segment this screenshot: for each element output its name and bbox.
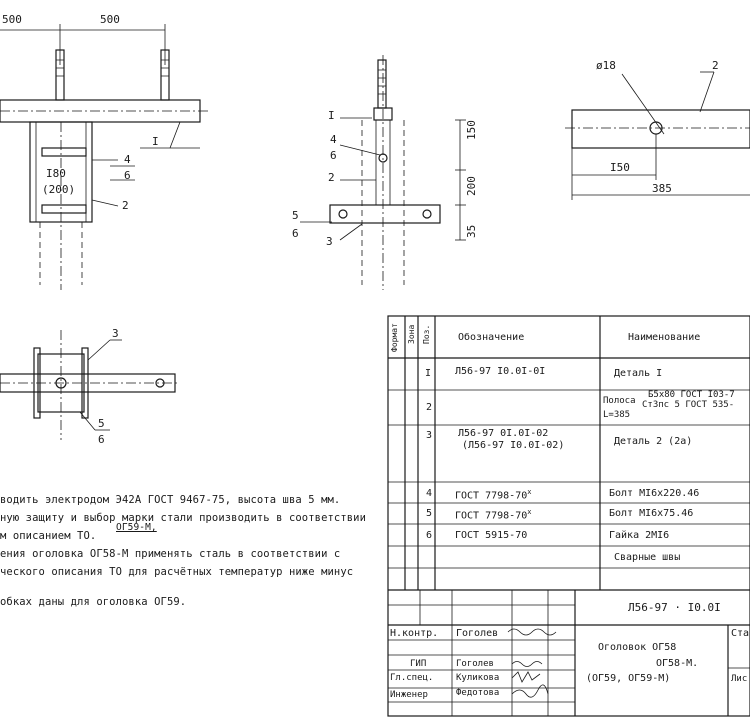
row3-name: Деталь 2 (2а) [614,436,693,447]
stage-label: Ста [731,628,750,639]
row4-name: Болт МI6х220.46 [609,488,700,499]
role-gip: ГИП [410,659,427,669]
header-designation: Обозначение [458,332,525,343]
note-insert: ОГ59-М, [116,522,157,533]
dim-500-left: 500 [2,13,22,26]
name-gogolev-2: Гоголев [456,659,494,669]
dim-500-right: 500 [100,13,120,26]
pos-3-label-bl: 3 [112,327,119,340]
row5-pos: 5 [426,508,433,519]
view-top-right [565,71,750,200]
pos-4-label: 4 [124,153,131,166]
row5-designation: ГОСТ 7798-70х [455,508,532,522]
header-name: Наименование [628,332,701,343]
note-line-1: водить электродом Э42А ГОСТ 9467-75, выс… [0,494,341,506]
row2-name-top: Б5х80 ГОСТ I03-7 [648,390,735,400]
pos-3-label-mid: 3 [326,235,333,248]
note-line-6: обках даны для оголовка ОГ59. [0,596,187,608]
row3-designation: Л56-97 0I.0I-02 [458,428,549,439]
row6-designation: ГОСТ 5915-70 [455,530,528,541]
role-engineer: Инженер [390,690,428,700]
note-line-4: ения оголовка ОГ58-М применять сталь в с… [0,548,341,560]
row7-name: Сварные швы [614,552,681,563]
pos-2-label-mid: 2 [328,171,335,184]
role-nkontr: Н.контр. [390,628,439,639]
view-bottom-left [0,330,180,440]
row2-name-bottom: L=385 [603,410,631,420]
pos-6-label-mid: 6 [330,149,337,162]
note-line-5: ческого описания ТО для расчётных темпер… [0,566,354,578]
name-fedotova: Федотова [456,688,500,698]
doc-number: Л56-97 · I0.0I [628,601,721,614]
row1-name: Деталь I [614,368,663,379]
row4-pos: 4 [426,488,433,499]
row1-designation: Л56-97 I0.0I-0I [455,366,546,377]
row3-designation-alt: (Л56-97 I0.0I-02) [462,440,565,451]
row6-pos: 6 [426,530,433,541]
note-line-3: м описанием ТО. [0,530,97,542]
dim-150-right: I50 [610,161,630,174]
row5-name: Болт МI6х75.46 [609,508,694,519]
row3-pos: 3 [426,430,433,441]
view-top-mid [300,55,466,290]
row2-name: Полоса [603,396,636,406]
detail-label-mid: I [328,109,335,122]
name-gogolev-1: Гоголев [456,628,499,639]
row2-pos: 2 [426,402,433,413]
hole-label: ø18 [596,59,616,72]
role-glspec: Гл.спец. [390,673,434,683]
pos-5-label-bl: 5 [98,417,105,430]
title-line-1: Оголовок ОГ58 [598,642,677,653]
row6-name: Гайка 2МI6 [609,530,670,541]
view-top-left [0,24,210,290]
spec-table-grid [387,315,750,717]
pos-6-label-bl: 6 [98,433,105,446]
row4-designation: ГОСТ 7798-70х [455,488,532,502]
sheet-fragment: Лис [731,674,748,684]
pos-5-label-mid: 5 [292,209,299,222]
title-line-2: ОГ58-М. [656,658,699,669]
name-kulikova: Куликова [456,673,500,683]
note-line-2: ную защиту и выбор марки стали производи… [0,512,367,524]
pos-4-label-mid: 4 [330,133,337,146]
row2-name-mid: Ст3пс 5 ГОСТ 535- [642,400,735,410]
dim-385: 385 [652,182,672,195]
detail-label: I [152,135,159,148]
pos-6b-label-mid: 6 [292,227,299,240]
pos-2-label-right: 2 [712,59,719,72]
size-main-label: I80 [46,167,66,180]
pos-2-label: 2 [122,199,129,212]
title-line-3: (ОГ59, ОГ59-М) [586,673,671,684]
pos-6-label: 6 [124,169,131,182]
row1-pos: I [425,368,432,379]
size-alt-label: (200) [42,183,76,196]
